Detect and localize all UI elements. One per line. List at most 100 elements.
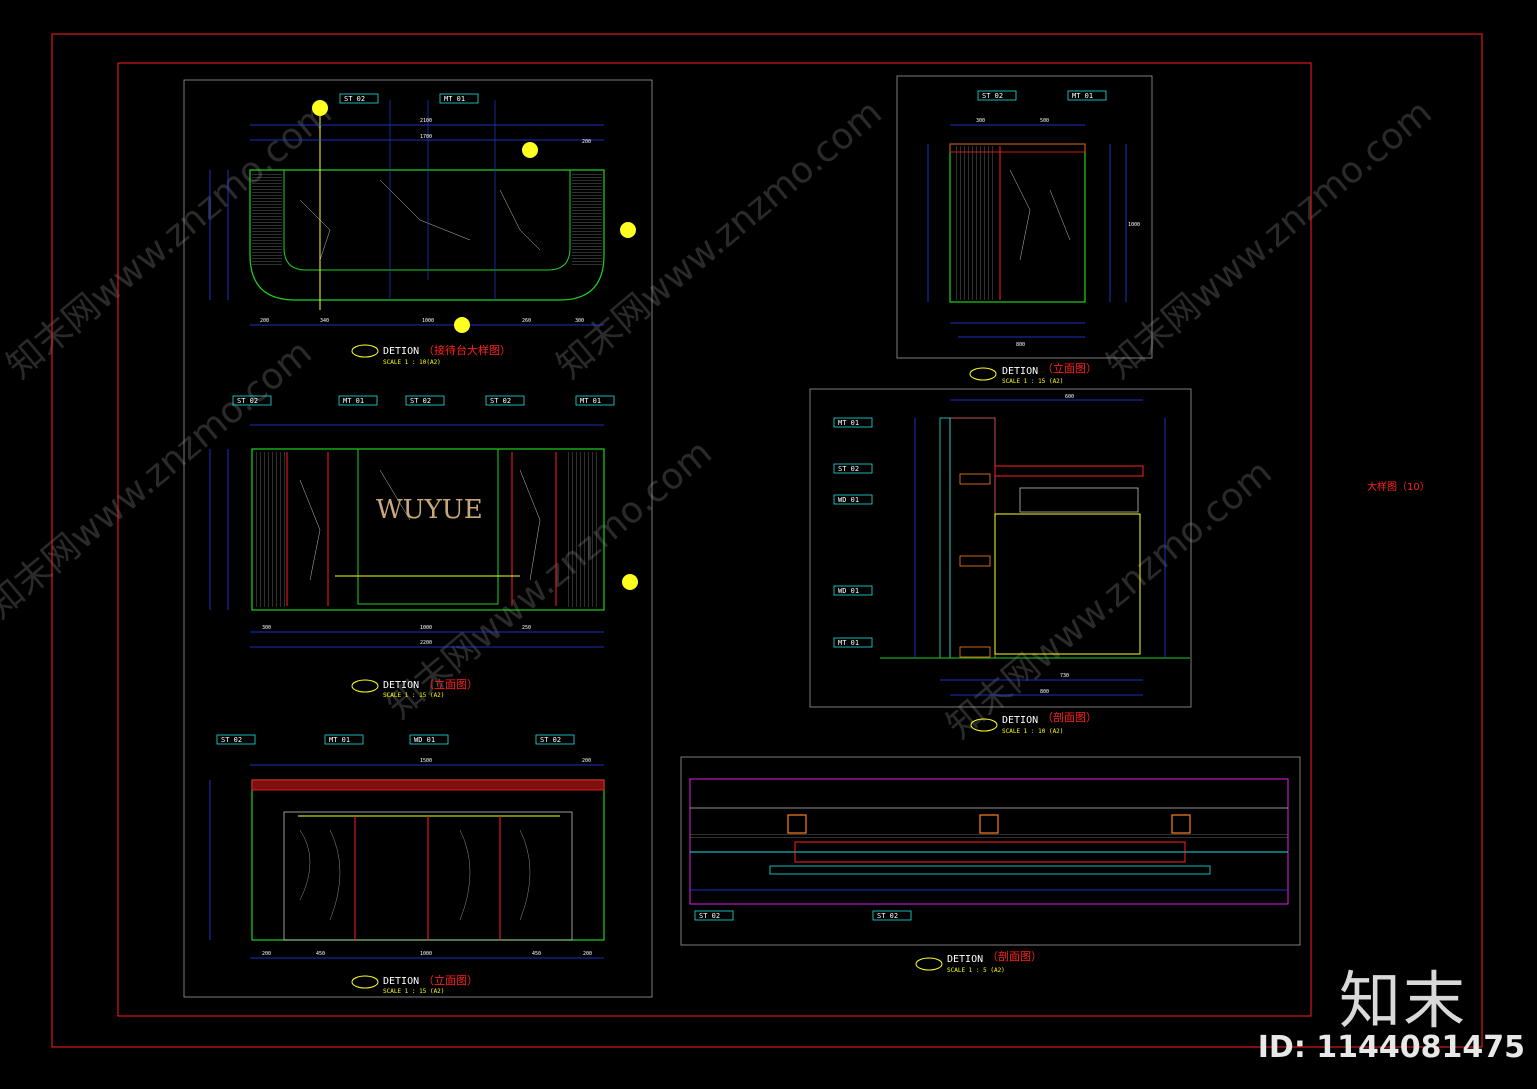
dim-label: 300 (976, 118, 985, 124)
dim-label: 730 (1060, 673, 1069, 679)
section-view: MT 01 ST 02 WD 01 WD 01 MT 01 600 730 80… (833, 394, 1190, 735)
material-tag-label: WD 01 (838, 587, 859, 595)
view-caption: DETION (1002, 366, 1038, 377)
section-panel-frame (809, 388, 1192, 708)
dim-label: 1000 (422, 318, 434, 324)
dim-label: 1000 (420, 951, 432, 957)
front-elevation: WUYUE ST 02 MT 01 ST 02 ST 02 MT 01 300 … (209, 395, 638, 699)
material-tag-label: ST 02 (344, 95, 365, 103)
plan-view: ST 02 MT 01 2100 1700 200 200 340 1000 2… (209, 93, 636, 366)
material-tag-label: WD 01 (838, 496, 859, 504)
rear-elevation: ST 02 MT 01 WD 01 ST 02 1500 200 200 450… (209, 734, 605, 995)
stone-hatch-left (252, 172, 282, 267)
material-tag-label: WD 01 (414, 736, 435, 744)
dim-label: 300 (575, 318, 584, 324)
material-tag-label: MT 01 (1072, 92, 1093, 100)
sheet-side-label: 大样图（10） (1367, 482, 1430, 493)
material-tag (977, 90, 1017, 101)
material-tag-label: MT 01 (838, 419, 859, 427)
dim-label: 800 (1040, 689, 1049, 695)
view-bubble-icon (351, 344, 379, 358)
material-tag-label: ST 02 (982, 92, 1003, 100)
dim-label: 250 (522, 625, 531, 631)
dim-label: 800 (1016, 342, 1025, 348)
dim-label: 1500 (420, 758, 432, 764)
material-tag (833, 637, 873, 648)
material-tag (872, 910, 912, 921)
material-tag (485, 395, 525, 406)
material-tag-label: ST 02 (410, 397, 431, 405)
image-id-text: ID: 1144081475 (1257, 1030, 1525, 1065)
material-tag-label: ST 02 (699, 912, 720, 920)
view-caption-cn: （立面图） (1042, 361, 1097, 375)
view-caption: DETION (947, 954, 983, 965)
dim-label: 1000 (1128, 222, 1140, 228)
material-tag (324, 734, 364, 745)
material-tag (216, 734, 256, 745)
side-elevation: ST 02 MT 01 300 500 800 1000 DETION （立面图… (927, 90, 1140, 385)
material-tag (232, 395, 272, 406)
view-caption-cn: （接待台大样图） (423, 343, 511, 357)
material-tag (833, 585, 873, 596)
material-tag-label: ST 02 (838, 465, 859, 473)
outer-frame (51, 33, 1483, 1048)
view-caption-cn: （立面图） (423, 973, 478, 987)
view-caption: DETION (383, 680, 419, 691)
dim-label: 300 (262, 625, 271, 631)
material-tag-label: ST 02 (490, 397, 511, 405)
material-tag-label: ST 02 (237, 397, 258, 405)
section-marker-icon (522, 142, 538, 158)
material-tag (833, 494, 873, 505)
view-bubble-icon (970, 718, 998, 732)
material-tag-label: MT 01 (444, 95, 465, 103)
view-caption: DETION (383, 346, 419, 357)
marble-veins (299, 179, 541, 261)
material-tag (535, 734, 575, 745)
material-tag-label: MT 01 (329, 736, 350, 744)
detail-panel-frame (680, 756, 1301, 946)
dim-label: 600 (1065, 394, 1074, 400)
view-bubble-icon (351, 679, 379, 693)
watermark-text: 知末网www.znzmo.com (939, 452, 1279, 747)
dim-label: 200 (583, 951, 592, 957)
left-panel-frame (183, 79, 653, 998)
dim-label: 200 (262, 951, 271, 957)
dim-label: 260 (522, 318, 531, 324)
view-caption: DETION (1002, 715, 1038, 726)
watermark-text: 知末网www.znzmo.com (1099, 92, 1439, 387)
view-scale: SCALE 1 : 15 (A2) (383, 692, 444, 699)
dim-label: 2200 (420, 640, 432, 646)
material-tag-label: MT 01 (343, 397, 364, 405)
view-scale: SCALE 1 : 5 (A2) (947, 967, 1005, 974)
material-tag (338, 395, 378, 406)
dim-label: 450 (316, 951, 325, 957)
section-marker-icon (620, 222, 636, 238)
material-tag-label: ST 02 (877, 912, 898, 920)
dim-label: 200 (260, 318, 269, 324)
brand-logo: 知末 (1338, 964, 1467, 1037)
section-marker-icon (622, 574, 638, 590)
material-tag (405, 395, 445, 406)
watermark-layer: 知末网www.znzmo.com 知末网www.znzmo.com 知末网www… (0, 92, 1440, 747)
inner-frame (117, 62, 1312, 1017)
material-tag (694, 910, 734, 921)
dim-label: 200 (582, 139, 591, 145)
side-panel-frame (896, 75, 1153, 359)
view-caption: DETION (383, 976, 419, 987)
view-caption-cn: （立面图） (423, 677, 478, 691)
dim-label: 200 (582, 758, 591, 764)
material-tag (1067, 90, 1107, 101)
material-tag (409, 734, 449, 745)
section-marker-icon (454, 317, 470, 333)
view-bubble-icon (351, 975, 379, 989)
section-marker-icon (312, 100, 328, 116)
view-bubble-icon (915, 957, 943, 971)
material-tag (439, 93, 479, 104)
view-caption-cn: （剖面图） (987, 949, 1042, 963)
material-tag-label: MT 01 (580, 397, 601, 405)
dim-label: 2100 (420, 118, 432, 124)
material-tag (833, 417, 873, 428)
dim-label: 340 (320, 318, 329, 324)
counter-outline (249, 169, 605, 301)
stone-hatch-right (572, 172, 602, 267)
